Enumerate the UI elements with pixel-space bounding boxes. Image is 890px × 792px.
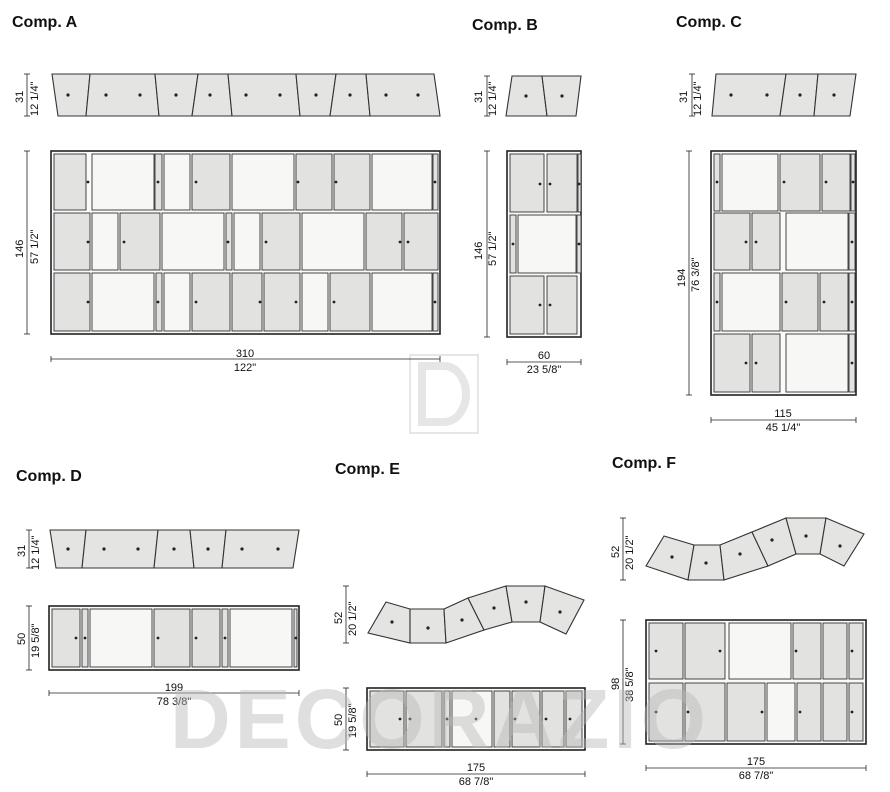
comp-b-width-dimension: 60 23 5/8": [506, 350, 582, 376]
comp-d-top-height-in: 12 1/4": [30, 535, 42, 570]
comp-b-width-cm: 60: [538, 350, 550, 362]
comp-d-top-height-cm: 31: [16, 545, 28, 557]
comp-e-width-dimension: 175 68 7/8": [366, 762, 586, 788]
comp-f-top-height-in: 20 1/2": [624, 535, 636, 570]
brand-watermark: DECORAZIO: [170, 672, 710, 766]
comp-f-width-in: 68 7/8": [739, 770, 774, 782]
comp-f-front-dimension: 98 38 5/8": [610, 619, 636, 745]
comp-e-top-height-in: 20 1/2": [347, 601, 359, 636]
comp-e-front-dimension: 50 19 5/8": [333, 687, 359, 751]
logo-watermark-d: [409, 354, 479, 434]
comp-f-front-height-cm: 98: [610, 678, 622, 690]
comp-e-top-height-cm: 52: [333, 612, 345, 624]
comp-e-front-height-cm: 50: [333, 714, 345, 726]
comp-a-front-height-cm: 146: [14, 240, 26, 258]
comp-c-front-height-cm: 194: [676, 269, 688, 287]
comp-b-front-height-in: 57 1/2": [487, 231, 499, 266]
comp-b-title: Comp. B: [472, 17, 538, 34]
comp-f-front-view: [645, 619, 867, 745]
comp-e-top-dimension: 52 20 1/2": [333, 585, 359, 644]
comp-d-top-view: [49, 529, 300, 569]
comp-e-width-in: 68 7/8": [459, 776, 494, 788]
comp-b-front-height-cm: 146: [473, 242, 485, 260]
comp-f-front-height-in: 38 5/8": [624, 667, 636, 702]
comp-d-front-view: [48, 605, 300, 671]
comp-c-width-in: 45 1/4": [766, 422, 801, 434]
comp-d-top-dimension: 31 12 1/4": [16, 529, 42, 570]
comp-b-top-height-cm: 31: [473, 91, 485, 103]
comp-c-title: Comp. C: [676, 14, 742, 31]
comp-a-width-dimension: 310 122": [50, 348, 441, 374]
comp-a-top-view: [51, 73, 441, 117]
comp-a-width-cm: 310: [236, 348, 254, 360]
comp-d-title: Comp. D: [16, 468, 82, 485]
comp-e-title: Comp. E: [335, 461, 400, 478]
comp-f-top-view: [645, 517, 865, 581]
comp-b-front-dimension: 146 57 1/2": [473, 150, 499, 338]
comp-f-top-height-cm: 52: [610, 546, 622, 558]
comp-e-top-view: [367, 585, 585, 644]
comp-f-top-dimension: 52 20 1/2": [610, 517, 636, 581]
comp-f-title: Comp. F: [612, 455, 676, 472]
comp-b-top-view: [505, 75, 582, 117]
comp-a-front-height-in: 57 1/2": [29, 229, 41, 264]
comp-c-front-dimension: 194 76 3/8": [676, 150, 702, 396]
comp-d-front-height-cm: 50: [16, 633, 28, 645]
comp-c-front-height-in: 76 3/8": [690, 257, 702, 292]
comp-c-width-dimension: 115 45 1/4": [710, 408, 857, 434]
comp-c-top-dimension: 31 12 1/4": [678, 73, 704, 117]
comp-a-front-dimension: 146 57 1/2": [14, 150, 41, 335]
comp-d-front-dimension: 50 19 5/8": [16, 605, 42, 671]
comp-b-top-dimension: 31 12 1/4": [473, 75, 499, 117]
comp-b-width-in: 23 5/8": [527, 364, 562, 376]
comp-c-width-cm: 115: [774, 408, 792, 420]
comp-b-top-height-in: 12 1/4": [487, 81, 499, 116]
comp-a-top-dimension: 31 12 1/4": [14, 73, 41, 117]
comp-c-top-view: [711, 73, 857, 117]
comp-a-top-height-in: 12 1/4": [29, 81, 41, 116]
comp-e-front-view: [366, 687, 586, 751]
comp-d-front-height-in: 19 5/8": [30, 623, 42, 658]
comp-f-width-dimension: 175 68 7/8": [645, 756, 867, 782]
comp-f-width-cm: 175: [747, 756, 765, 768]
comp-e-front-height-in: 19 5/8": [347, 703, 359, 738]
comp-a-front-view: [50, 150, 441, 335]
comp-a-top-height-cm: 31: [14, 91, 26, 103]
comp-c-top-height-cm: 31: [678, 91, 690, 103]
comp-b-front-view: [506, 150, 582, 338]
comp-d-width-cm: 199: [165, 682, 183, 694]
comp-d-width-in: 78 3/8": [157, 696, 192, 708]
comp-d-width-dimension: 199 78 3/8": [48, 682, 300, 708]
comp-e-width-cm: 175: [467, 762, 485, 774]
comp-a-title: Comp. A: [12, 14, 78, 31]
comp-c-front-view: [710, 150, 857, 396]
comp-a-width-in: 122": [234, 362, 256, 374]
comp-c-top-height-in: 12 1/4": [692, 81, 704, 116]
